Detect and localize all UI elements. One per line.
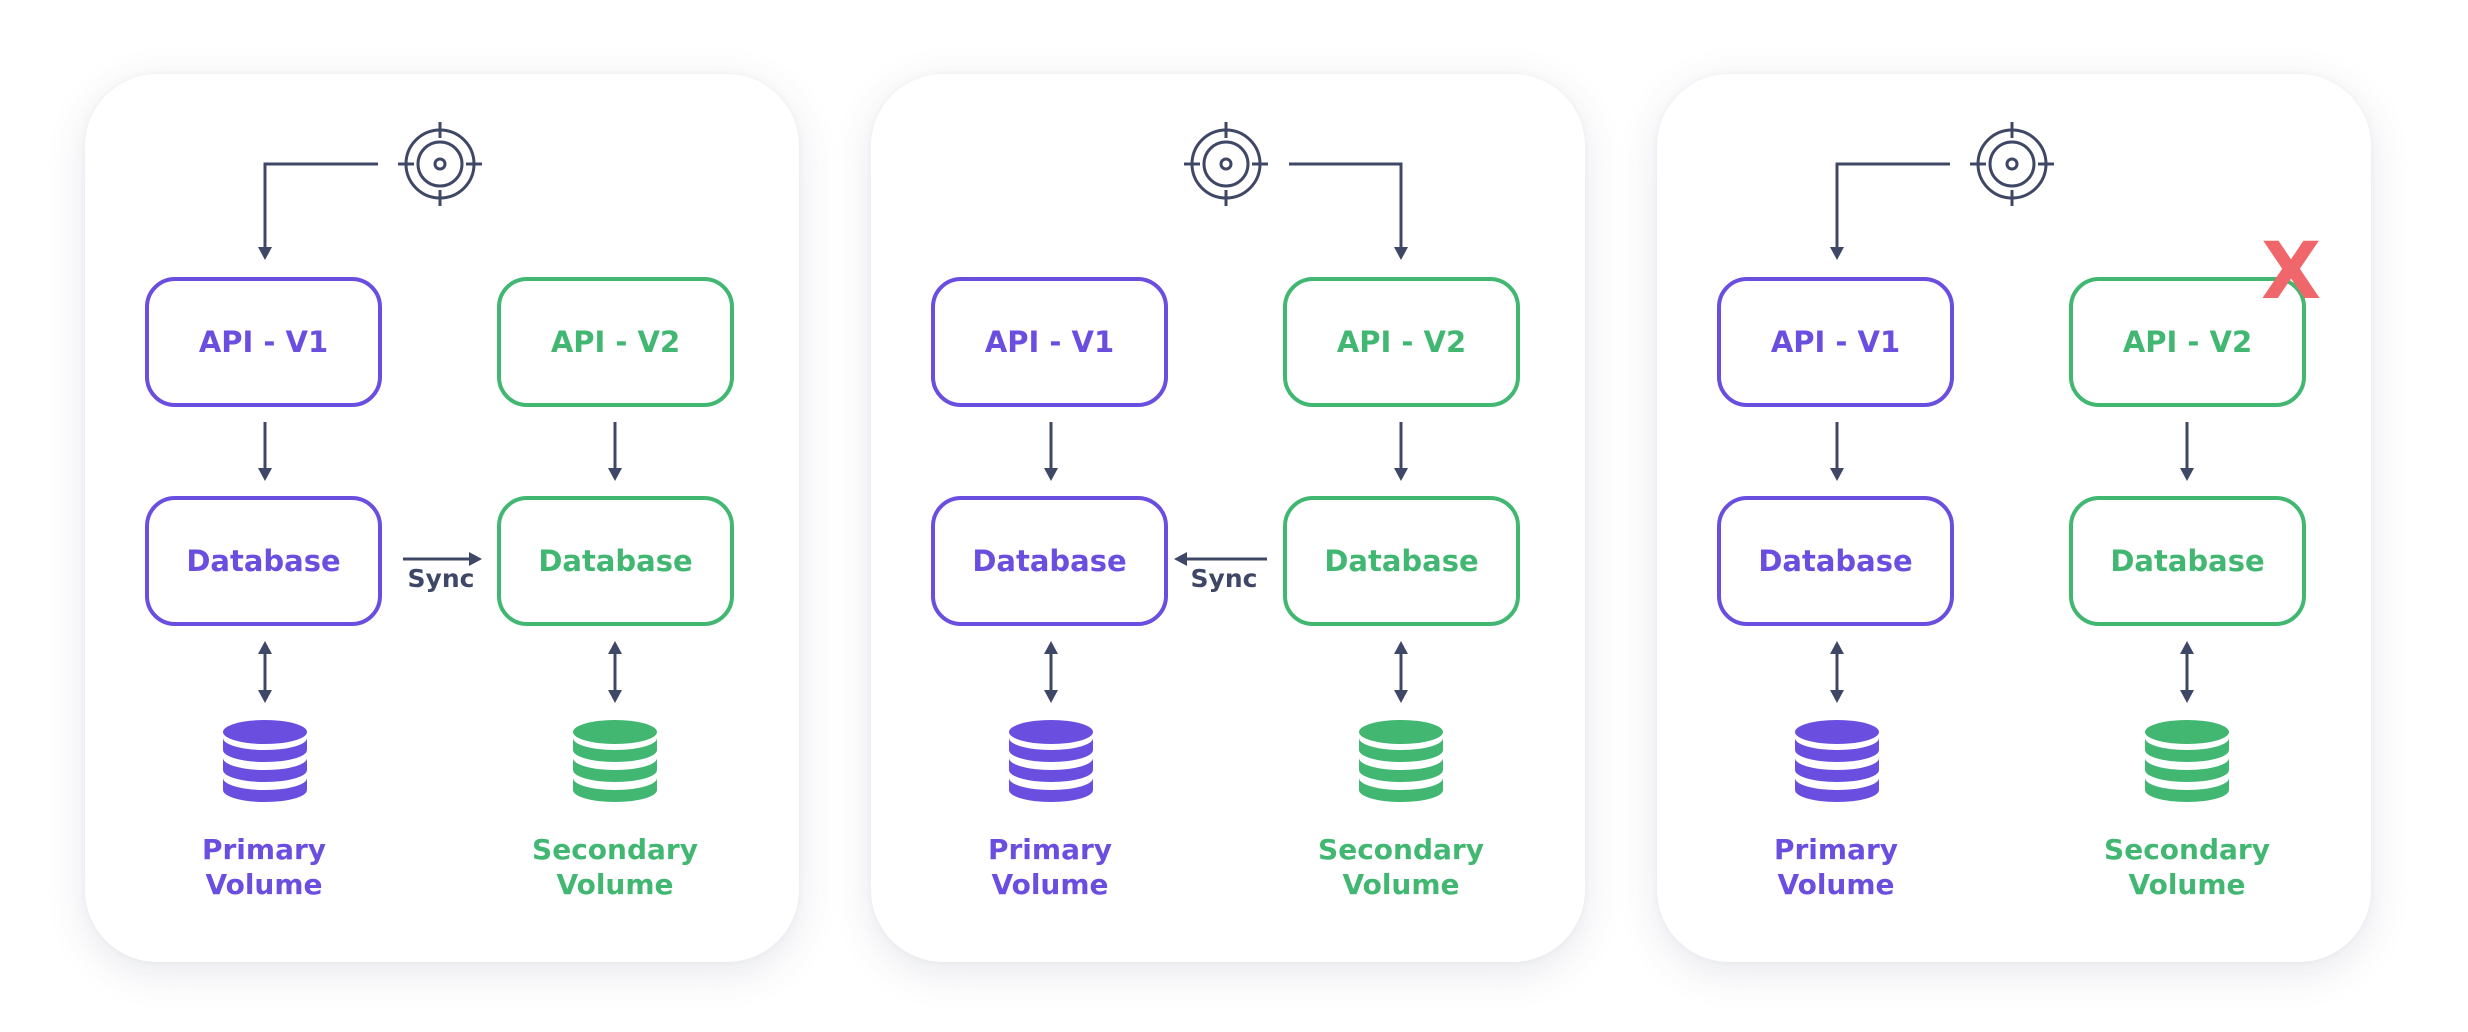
panel-sync-primary-to-secondary: API - V1 API - V2 Database Database Sync…	[85, 74, 799, 962]
traffic-route-arrow	[258, 162, 378, 260]
api-v1-box: API - V1	[931, 277, 1168, 407]
volume-label-line: Secondary	[2104, 833, 2270, 866]
secondary-volume-label: Secondary Volume	[1261, 832, 1541, 902]
api-v1-box: API - V1	[1717, 277, 1954, 407]
volume-label-line: Volume	[991, 868, 1109, 901]
volume-label-line: Volume	[205, 868, 323, 901]
panel-sync-secondary-to-primary: API - V1 API - V2 Database Database Sync…	[871, 74, 1585, 962]
traffic-route-arrow	[1289, 162, 1408, 260]
api-v2-box: API - V2	[497, 277, 734, 407]
volume-label-line: Primary	[987, 833, 1113, 866]
primary-database-box: Database	[1717, 496, 1954, 626]
volume-label-line: Volume	[556, 868, 674, 901]
api-v1-box: API - V1	[145, 277, 382, 407]
primary-volume-label: Primary Volume	[124, 832, 404, 902]
volume-label-line: Primary	[201, 833, 327, 866]
sync-label: Sync	[1190, 564, 1258, 593]
database-cylinder-icon	[1009, 720, 1093, 802]
api-v2-box: API - V2	[1283, 277, 1520, 407]
crosshair-target-icon	[398, 122, 482, 206]
database-cylinder-icon	[1795, 720, 1879, 802]
database-cylinder-icon	[2145, 720, 2229, 802]
secondary-volume-label: Secondary Volume	[475, 832, 755, 902]
sync-label: Sync	[407, 564, 475, 593]
red-x-icon: X	[2261, 227, 2322, 317]
panel-connectors	[223, 122, 657, 802]
database-cylinder-icon	[1359, 720, 1443, 802]
primary-database-box: Database	[145, 496, 382, 626]
volume-label-line: Volume	[1342, 868, 1460, 901]
traffic-route-arrow	[1830, 162, 1950, 260]
volume-label-line: Secondary	[532, 833, 698, 866]
secondary-database-box: Database	[2069, 496, 2306, 626]
panel-connectors	[1795, 122, 2229, 802]
volume-label-line: Volume	[2128, 868, 2246, 901]
volume-label-line: Secondary	[1318, 833, 1484, 866]
volume-label-line: Primary	[1773, 833, 1899, 866]
crosshair-target-icon	[1970, 122, 2054, 206]
crosshair-target-icon	[1184, 122, 1268, 206]
database-cylinder-icon	[573, 720, 657, 802]
database-cylinder-icon	[223, 720, 307, 802]
secondary-database-box: Database	[1283, 496, 1520, 626]
api-v2-box: API - V2	[2069, 277, 2306, 407]
secondary-database-box: Database	[497, 496, 734, 626]
panel-secondary-failed: API - V1 API - V2 Database Database X Pr…	[1657, 74, 2371, 962]
primary-volume-label: Primary Volume	[910, 832, 1190, 902]
primary-volume-label: Primary Volume	[1696, 832, 1976, 902]
secondary-volume-label: Secondary Volume	[2047, 832, 2327, 902]
panel-connectors	[1009, 122, 1443, 802]
volume-label-line: Volume	[1777, 868, 1895, 901]
primary-database-box: Database	[931, 496, 1168, 626]
